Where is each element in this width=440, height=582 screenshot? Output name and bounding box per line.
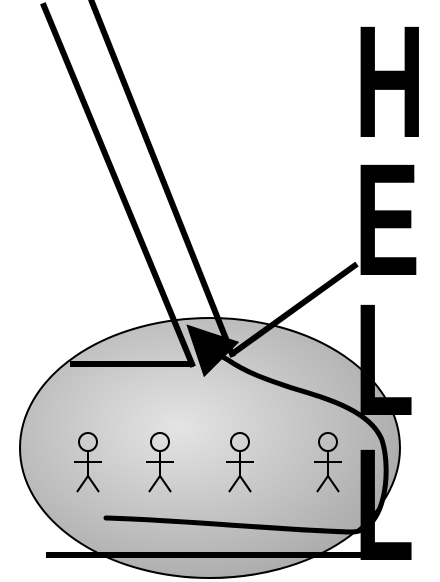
word-letter: H (354, 12, 428, 152)
word-letter: L (354, 290, 428, 430)
word-letter: L (354, 435, 428, 575)
word-letter: E (354, 150, 428, 290)
pit-ellipse (20, 318, 400, 578)
